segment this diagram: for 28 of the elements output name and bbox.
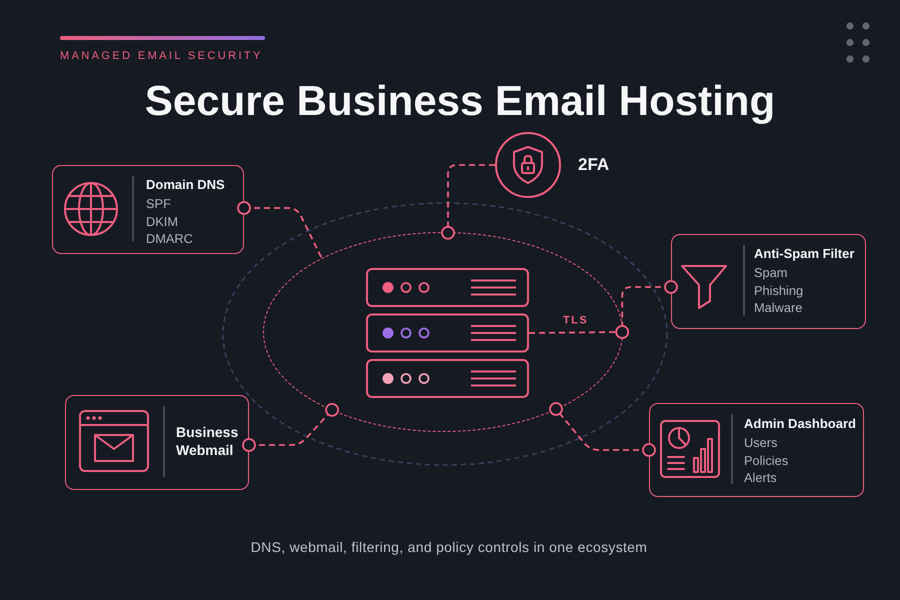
list-item: SPF (146, 195, 171, 212)
list-item: DMARC (146, 230, 193, 248)
list-item: DKIM (146, 212, 178, 230)
feature-card (52, 165, 244, 254)
dashed-connector (441, 164, 495, 240)
list-item: Policies (744, 452, 788, 469)
feature-card (65, 395, 249, 490)
title: Secure Business Email Hosting (144, 76, 776, 126)
card-title: Anti-Spam Filter (754, 245, 854, 263)
list-item: Alerts (744, 469, 777, 486)
dashed-connector (529, 325, 630, 339)
dashed-ring (263, 232, 623, 432)
list-item: Users (744, 434, 778, 452)
kicker-text: MANAGED EMAIL SECURITY (60, 50, 263, 63)
card-title: Domain DNS (146, 176, 225, 194)
feature-card (649, 403, 864, 497)
server-rack-illustration (366, 268, 529, 397)
list-item: Spam (754, 264, 788, 282)
list-item: Phishing (754, 282, 804, 299)
caption: DNS, webmail, filtering, and policy controls in one ecosystem (250, 539, 648, 556)
card-title: Business Webmail (176, 423, 238, 459)
card-title: 2FA (578, 154, 610, 176)
feature-card (671, 234, 866, 329)
list-item: Malware (754, 299, 802, 316)
card-title: Admin Dashboard (744, 415, 856, 433)
dashed-connector (549, 402, 656, 457)
dashed-connector (242, 403, 339, 452)
dashed-connector (237, 201, 323, 260)
